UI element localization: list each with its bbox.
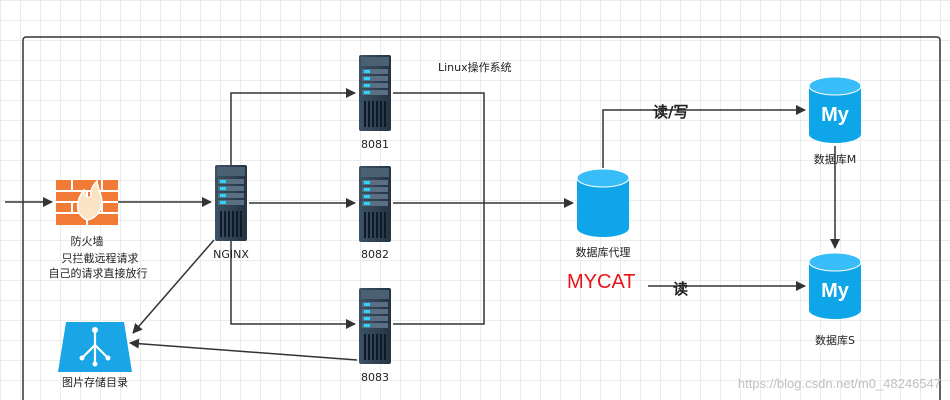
8081-to-proxy-line — [393, 92, 485, 203]
mycat-label: MYCAT — [567, 271, 636, 293]
server-8082-icon — [358, 165, 392, 243]
linux-container — [22, 36, 941, 400]
slave-logo-text: My — [821, 280, 850, 302]
db-proxy-icon — [576, 168, 630, 237]
server-8082-label: 8082 — [361, 248, 389, 261]
server-8081-label: 8081 — [361, 138, 389, 151]
read-write-label: 读/写 — [653, 103, 688, 121]
db-slave-label: 数据库S — [815, 333, 855, 347]
server-8083-label: 8083 — [361, 371, 389, 384]
nginx-server-icon — [214, 164, 248, 242]
server-8081-icon — [358, 54, 392, 132]
firewall-desc-line2: 自己的请求直接放行 — [49, 266, 148, 280]
image-storage-label: 图片存储目录 — [62, 375, 128, 389]
db-master-label: 数据库M — [814, 152, 857, 166]
proxy-to-master-arrow — [602, 105, 806, 168]
container-title: Linux操作系统 — [438, 60, 512, 74]
8083-to-proxy-line — [393, 203, 485, 325]
read-label: 读 — [673, 280, 688, 298]
firewall-label: 防火墙 — [71, 234, 104, 248]
master-logo-text: My — [821, 104, 850, 126]
mysql-slave-icon: My — [808, 252, 862, 319]
db-proxy-label: 数据库代理 — [576, 245, 631, 259]
server-8083-icon — [358, 287, 392, 365]
nginx-label: NGINX — [213, 248, 249, 261]
nginx-to-8083-arrow — [230, 240, 356, 329]
connectors — [5, 88, 840, 361]
nginx-to-storage-arrow — [132, 239, 215, 334]
watermark: https://blog.csdn.net/m0_48246547 — [738, 376, 941, 391]
firewall-desc-line1: 只拦截远程请求 — [62, 251, 139, 265]
mysql-master-icon: My — [808, 76, 862, 143]
image-storage-icon — [58, 322, 132, 372]
8083-to-storage-arrow — [129, 338, 358, 361]
nginx-to-8081-arrow — [230, 88, 356, 165]
firewall-icon — [56, 179, 118, 225]
